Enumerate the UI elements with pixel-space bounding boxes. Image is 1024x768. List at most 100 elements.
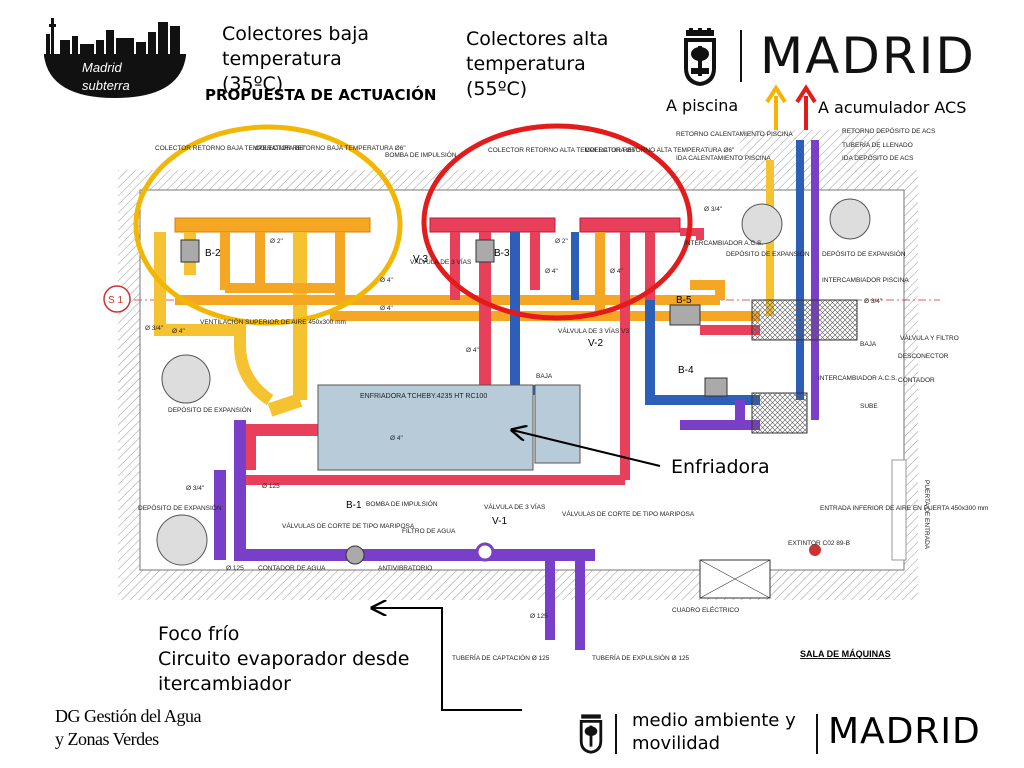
chiller-model: ENFRIADORA TCHEBY.4235 HT RC100 xyxy=(360,393,487,400)
label-meter: CONTADOR xyxy=(898,377,935,384)
dim-34-d: Ø 3/4" xyxy=(864,298,883,305)
label-collector-low: COLECTOR RETORNO BAJA TEMPERATURA Ø6" xyxy=(155,145,306,152)
label-butterfly-valves: VÁLVULAS DE CORTE DE TIPO MARIPOSA xyxy=(282,521,415,530)
dim-34-a: Ø 3/4" xyxy=(145,325,164,332)
dim-4-f: Ø 4" xyxy=(466,347,479,354)
label-valve-filter: VÁLVULA Y FILTRO xyxy=(900,333,959,342)
label-exchanger-pool: INTERCAMBIADOR PISCINA xyxy=(822,277,909,284)
dim-4-e: Ø 4" xyxy=(172,328,185,335)
label-collector-low-2: COLECTOR RETORNO BAJA TEMPERATURA Ø6" xyxy=(255,145,406,152)
madrid-brand-top: MADRID xyxy=(760,27,976,85)
tag-b5: B-5 xyxy=(676,295,692,306)
footer-env-line2: movilidad xyxy=(632,733,721,754)
label-down-2: BAJA xyxy=(536,373,553,380)
label-supply-acs: IDA DEPÓSITO DE ACS xyxy=(842,153,914,162)
tag-b3: B-3 xyxy=(494,248,510,259)
tag-b1: B-1 xyxy=(346,500,362,511)
label-anti-vibration: ANTIVIBRATORIO xyxy=(378,565,432,572)
label-electric-panel: CUADRO ELÉCTRICO xyxy=(672,605,739,614)
expansion-tank-4 xyxy=(829,198,871,240)
callout-high-temp-collectors: Colectores alta temperatura (55ºC) xyxy=(466,28,609,100)
valve-v1 xyxy=(475,542,495,562)
label-fill-pipe: TUBERÍA DE LLENADO xyxy=(842,140,913,149)
label-exchanger-acs: INTERCAMBIADOR A.C.S. xyxy=(684,240,763,247)
madrid-subterra-logo: Madrid subterra xyxy=(40,10,190,100)
logo-line1: Madrid xyxy=(82,60,123,75)
label-disconnector: DESCONECTOR xyxy=(898,353,949,360)
label-down: BAJA xyxy=(860,341,877,348)
label-water-filter: FILTRO DE AGUA xyxy=(402,528,456,535)
extinguisher xyxy=(809,544,821,556)
tag-b4: B-4 xyxy=(678,365,694,376)
label-collector-high: COLECTOR RETORNO ALTA TEMPERATURA Ø6" xyxy=(488,147,638,154)
tag-v3: V-3 xyxy=(413,254,428,265)
footer-coat-of-arms xyxy=(577,712,605,756)
dim-4-a: Ø 4" xyxy=(380,277,393,284)
footer-madrid-brand: MADRID xyxy=(828,711,981,752)
expansion-tank-1 xyxy=(161,354,211,404)
chiller-callout: Enfriadora xyxy=(671,456,770,478)
pump-b1 xyxy=(345,545,365,565)
cold-focus-callout-arrow xyxy=(372,608,522,711)
tag-v2: V-2 xyxy=(588,338,603,349)
dim-125-c: Ø 125 xyxy=(530,613,548,620)
footer-dept-line2: y Zonas Verdes xyxy=(55,729,159,749)
label-collector-high-2: COLECTOR RETORNO ALTA TEMPERATURA Ø6" xyxy=(585,147,735,154)
footer-dept-line1: DG Gestión del Agua xyxy=(55,706,201,726)
label-three-way-valve-v3: VÁLVULA DE 3 VÍAS V3 xyxy=(558,326,629,335)
label-expansion-tank-2: DEPÓSITO DE EXPANSIÓN xyxy=(822,249,906,258)
pool-up-arrow xyxy=(765,84,787,130)
pump-b5 xyxy=(669,304,701,326)
label-three-way-valve: VÁLVULA DE 3 VÍAS xyxy=(410,257,472,266)
footer-divider-1 xyxy=(615,714,617,754)
label-ventilation: VENTILACIÓN SUPERIOR DE AIRE 450x300 mm xyxy=(200,317,346,326)
label-exchanger-acs-2: INTERCAMBIADOR A.C.S. xyxy=(818,375,897,382)
dim-4-d: Ø 4" xyxy=(610,268,623,275)
exchanger-pool xyxy=(751,299,858,341)
high-temp-highlight xyxy=(421,123,693,321)
label-expulsion-pipe: TUBERÍA DE EXPULSIÓN Ø 125 xyxy=(592,653,690,662)
label-pump-b1: BOMBA DE IMPULSIÓN xyxy=(366,499,438,508)
cold-focus-callout: Foco frío Circuito evaporador desde iter… xyxy=(158,623,410,695)
dim-125-a: Ø 125 xyxy=(262,483,280,490)
callout-low-temp-collectors: Colectores baja temperatura (35ºC) xyxy=(222,23,370,95)
label-entry-door: PUERTA DE ENTRADA xyxy=(923,480,930,550)
tag-b2: B-2 xyxy=(205,248,221,259)
acs-up-arrow xyxy=(795,84,817,130)
label-air-inlet: ENTRADA INFERIOR DE AIRE EN PUERTA 450x3… xyxy=(820,505,988,512)
dim-2-b: Ø 2" xyxy=(555,238,568,245)
dim-34-c: Ø 3/4" xyxy=(186,485,205,492)
dim-4-c: Ø 4" xyxy=(545,268,558,275)
label-expansion-tank: DEPÓSITO DE EXPANSIÓN xyxy=(726,249,810,258)
label-return-acs: RETORNO DEPÓSITO DE ACS xyxy=(842,126,936,135)
dim-125-b: Ø 125 xyxy=(226,565,244,572)
dim-4-g: Ø 4" xyxy=(390,435,403,442)
label-three-way-valve-v1: VÁLVULA DE 3 VÍAS xyxy=(484,502,546,511)
dim-4-b: Ø 4" xyxy=(380,305,393,312)
section-marker xyxy=(103,285,131,313)
pump-b2 xyxy=(180,239,200,263)
pump-b3 xyxy=(475,239,495,263)
header-divider xyxy=(740,30,742,82)
low-temp-highlight xyxy=(133,124,403,326)
label-capture-pipe: TUBERÍA DE CAPTACIÓN Ø 125 xyxy=(452,653,550,662)
label-extinguisher: EXTINTOR C02 89-B xyxy=(788,540,850,547)
chiller xyxy=(317,384,534,471)
chiller-callout-arrow xyxy=(512,430,661,467)
label-expansion-tank-4: DEPÓSITO DE EXPANSIÓN xyxy=(138,503,222,512)
madrid-coat-of-arms xyxy=(680,28,720,88)
room-title: SALA DE MÁQUINAS xyxy=(800,649,891,659)
proposal-title: PROPUESTA DE ACTUACIÓN xyxy=(205,86,437,104)
pump-b4 xyxy=(704,377,728,397)
label-pump-impulsion: BOMBA DE IMPULSIÓN xyxy=(385,150,457,159)
tag-v1: V-1 xyxy=(492,516,507,527)
footer-env-line1: medio ambiente y xyxy=(632,710,796,731)
dim-2-a: Ø 2" xyxy=(270,238,283,245)
dim-34-b: Ø 3/4" xyxy=(704,206,723,213)
expansion-tank-3 xyxy=(741,203,783,245)
to-acs-label: A acumulador ACS xyxy=(818,98,967,117)
to-pool-label: A piscina xyxy=(666,96,739,115)
label-return-pool: RETORNO CALENTAMIENTO PISCINA xyxy=(676,131,793,138)
section-tag: S 1 xyxy=(108,295,123,306)
